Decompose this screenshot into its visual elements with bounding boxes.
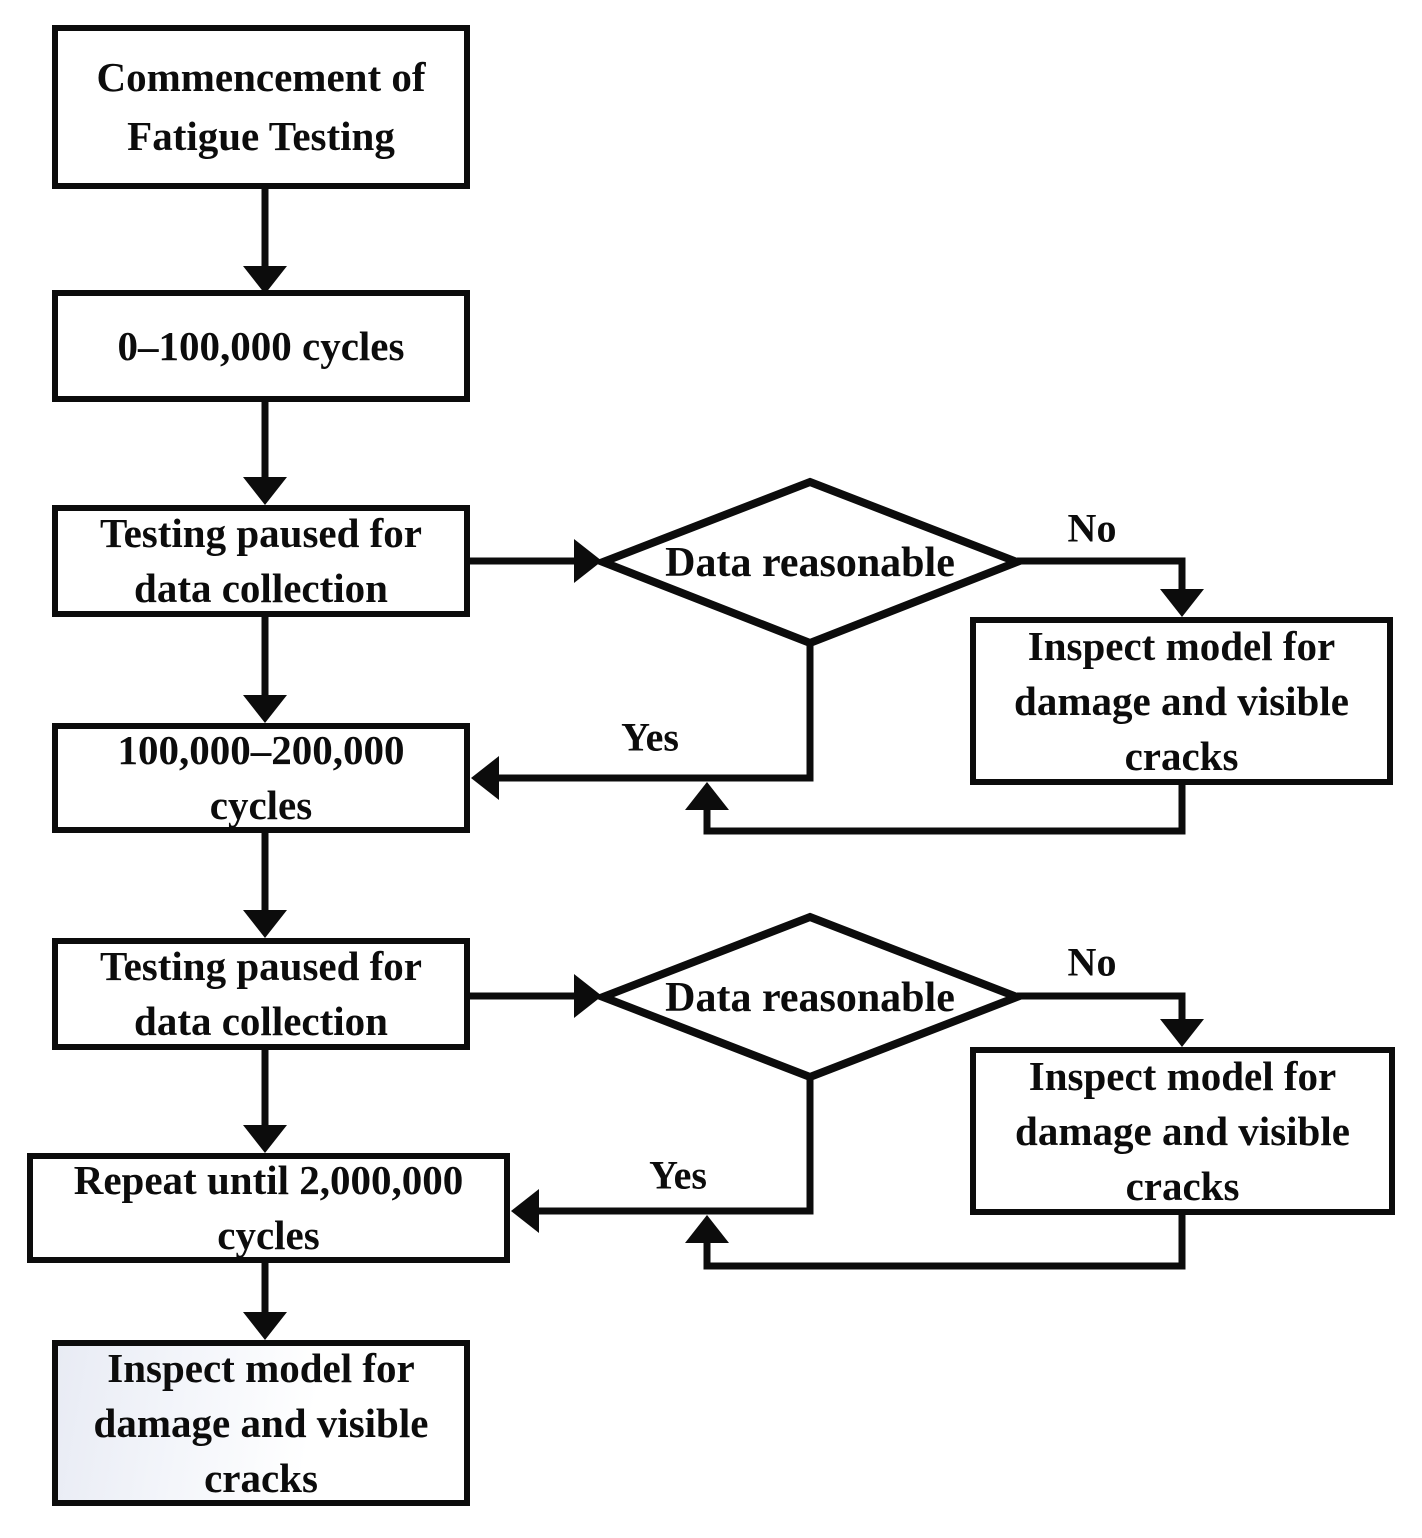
node-inspect-2-line2: damage and visible [1015,1107,1350,1154]
arrowhead-right-1 [574,539,602,583]
decision1-label: Data reasonable [665,540,955,586]
edge-label-no-2: No [1067,939,1117,985]
node-testing-paused-1-line2: data collection [134,565,388,611]
node-inspect-2-line1: Inspect model for [1028,1052,1337,1099]
node-repeat-until: Repeat until 2,000,000 cycles [27,1153,510,1263]
edge-decision1-no [1017,557,1186,591]
node-testing-paused-2: Testing paused for data collection [52,938,470,1050]
node-repeat-until-line2: cycles [217,1212,320,1258]
edge-inspect2-loop [703,1215,1186,1270]
node-cycles-0-100k-line1: 0–100,000 cycles [117,322,405,369]
arrowhead-down-4 [243,910,287,938]
arrowhead-right-2 [574,974,602,1018]
edge-decision1-yes [497,643,814,782]
decision1-diamond [591,477,1029,648]
node-commencement: Commencement of Fatigue Testing [52,25,470,189]
edge-decision2-yes [537,1077,814,1215]
node-commencement-line1: Commencement of [96,54,426,100]
node-testing-paused-1-line1: Testing paused for [100,510,422,556]
arrowhead-up-2 [685,1215,729,1243]
node-final-inspect-line1: Inspect model for [107,1344,415,1391]
arrowhead-left-yes-1 [471,756,499,800]
node-cycles-100k-200k-line1: 100,000–200,000 [117,727,405,773]
edge-label-no-1: No [1067,505,1117,551]
node-inspect-1-line2: damage and visible [1014,677,1349,724]
node-cycles-100k-200k-line2: cycles [209,782,313,828]
edge-label-yes-1: Yes [621,714,679,760]
node-repeat-until-line1: Repeat until 2,000,000 [73,1157,464,1203]
node-commencement-line2: Fatigue Testing [127,113,395,159]
node-inspect-2-line3: cracks [1125,1162,1240,1209]
node-testing-paused-2-line2: data collection [134,998,388,1044]
arrowhead-up-1 [685,782,729,810]
arrowhead-down-3 [243,695,287,723]
node-cycles-100k-200k: 100,000–200,000 cycles [52,723,470,833]
arrowhead-down-no-1 [1160,589,1204,617]
node-testing-paused-1: Testing paused for data collection [52,505,470,617]
arrowhead-down-2 [243,477,287,505]
node-testing-paused-2-line1: Testing paused for [100,943,422,989]
arrowhead-down-5 [243,1125,287,1153]
node-inspect-1: Inspect model for damage and visible cra… [970,617,1393,785]
edge-inspect1-loop [703,785,1186,835]
node-inspect-2: Inspect model for damage and visible cra… [970,1047,1395,1215]
node-final-inspect-line3: cracks [204,1454,318,1501]
node-cycles-0-100k: 0–100,000 cycles [52,290,470,402]
arrowhead-down-6 [243,1312,287,1340]
edge-label-yes-2: Yes [649,1152,707,1198]
node-final-inspect: Inspect model for damage and visible cra… [52,1340,470,1506]
arrowhead-down-1 [243,266,287,294]
edge-decision2-no [1017,992,1186,1021]
decision2-label: Data reasonable [665,975,955,1021]
node-final-inspect-line2: damage and visible [93,1399,429,1446]
arrowhead-down-no-2 [1160,1019,1204,1047]
node-inspect-1-line1: Inspect model for [1027,622,1336,669]
arrowhead-left-yes-2 [511,1189,539,1233]
node-inspect-1-line3: cracks [1124,732,1239,779]
decision2-diamond [591,912,1029,1082]
